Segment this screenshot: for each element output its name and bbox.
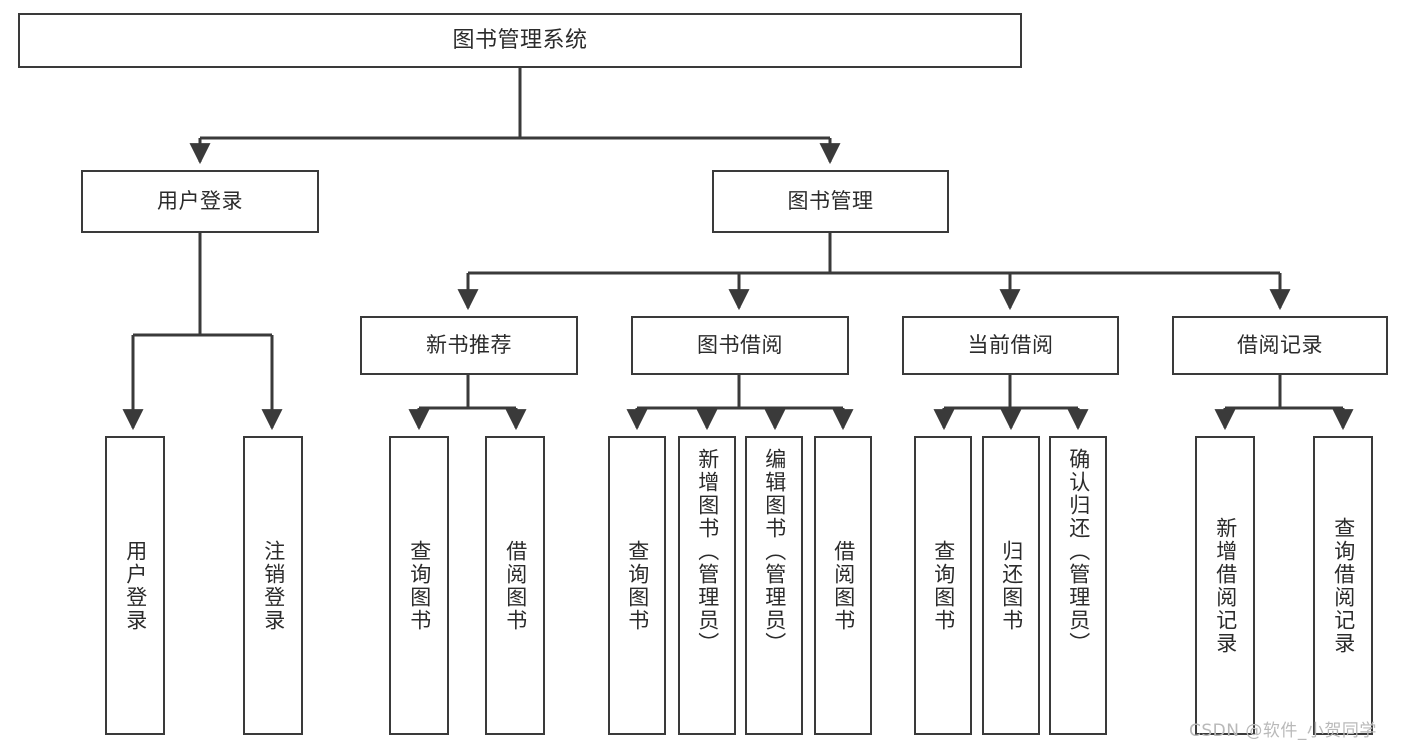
node-leaf-borrow-book-2[interactable]: 借阅图书 (814, 436, 872, 735)
node-leaf-query-book-1-label: 查询图书 (407, 539, 432, 632)
node-book-manage[interactable]: 图书管理 (712, 170, 949, 233)
node-leaf-add-borrow-record[interactable]: 新增借阅记录 (1195, 436, 1255, 735)
node-new-book-recommend[interactable]: 新书推荐 (360, 316, 578, 375)
node-leaf-add-borrow-record-label: 新增借阅记录 (1213, 516, 1238, 655)
node-leaf-confirm-return[interactable]: 确认归还（管理员） (1049, 436, 1107, 735)
node-current-borrow-label: 当前借阅 (967, 333, 1054, 358)
node-new-book-recommend-label: 新书推荐 (426, 333, 512, 358)
node-book-borrow-label: 图书借阅 (697, 333, 783, 358)
node-leaf-query-book-1[interactable]: 查询图书 (389, 436, 449, 735)
node-leaf-query-book-2-label: 查询图书 (625, 539, 650, 632)
node-leaf-user-login-label: 用户登录 (123, 539, 148, 632)
node-leaf-borrow-book-1-label: 借阅图书 (503, 539, 528, 632)
node-leaf-logout-login[interactable]: 注销登录 (243, 436, 303, 735)
node-user-login[interactable]: 用户登录 (81, 170, 319, 233)
node-borrow-record-label: 借阅记录 (1237, 333, 1323, 358)
node-leaf-query-book-3-label: 查询图书 (931, 539, 956, 632)
node-leaf-logout-login-label: 注销登录 (261, 539, 286, 632)
node-book-borrow[interactable]: 图书借阅 (631, 316, 849, 375)
node-leaf-return-book[interactable]: 归还图书 (982, 436, 1040, 735)
node-root-label: 图书管理系统 (452, 27, 588, 53)
node-current-borrow[interactable]: 当前借阅 (902, 316, 1119, 375)
node-leaf-add-book[interactable]: 新增图书（管理员） (678, 436, 736, 735)
node-leaf-query-book-2[interactable]: 查询图书 (608, 436, 666, 735)
node-leaf-query-borrow-record[interactable]: 查询借阅记录 (1313, 436, 1373, 735)
node-leaf-edit-book[interactable]: 编辑图书（管理员） (745, 436, 803, 735)
node-leaf-add-book-label: 新增图书（管理员） (695, 448, 720, 655)
node-user-login-label: 用户登录 (157, 189, 243, 214)
node-leaf-query-borrow-record-label: 查询借阅记录 (1331, 516, 1356, 655)
node-leaf-return-book-label: 归还图书 (999, 539, 1024, 632)
node-borrow-record[interactable]: 借阅记录 (1172, 316, 1388, 375)
node-leaf-user-login[interactable]: 用户登录 (105, 436, 165, 735)
node-leaf-edit-book-label: 编辑图书（管理员） (762, 448, 787, 655)
node-root[interactable]: 图书管理系统 (18, 13, 1022, 68)
watermark: CSDN @软件_小贺同学 (1189, 721, 1377, 741)
node-book-manage-label: 图书管理 (787, 189, 874, 214)
node-leaf-borrow-book-1[interactable]: 借阅图书 (485, 436, 545, 735)
node-leaf-confirm-return-label: 确认归还（管理员） (1066, 448, 1091, 655)
node-leaf-borrow-book-2-label: 借阅图书 (831, 539, 856, 632)
node-leaf-query-book-3[interactable]: 查询图书 (914, 436, 972, 735)
